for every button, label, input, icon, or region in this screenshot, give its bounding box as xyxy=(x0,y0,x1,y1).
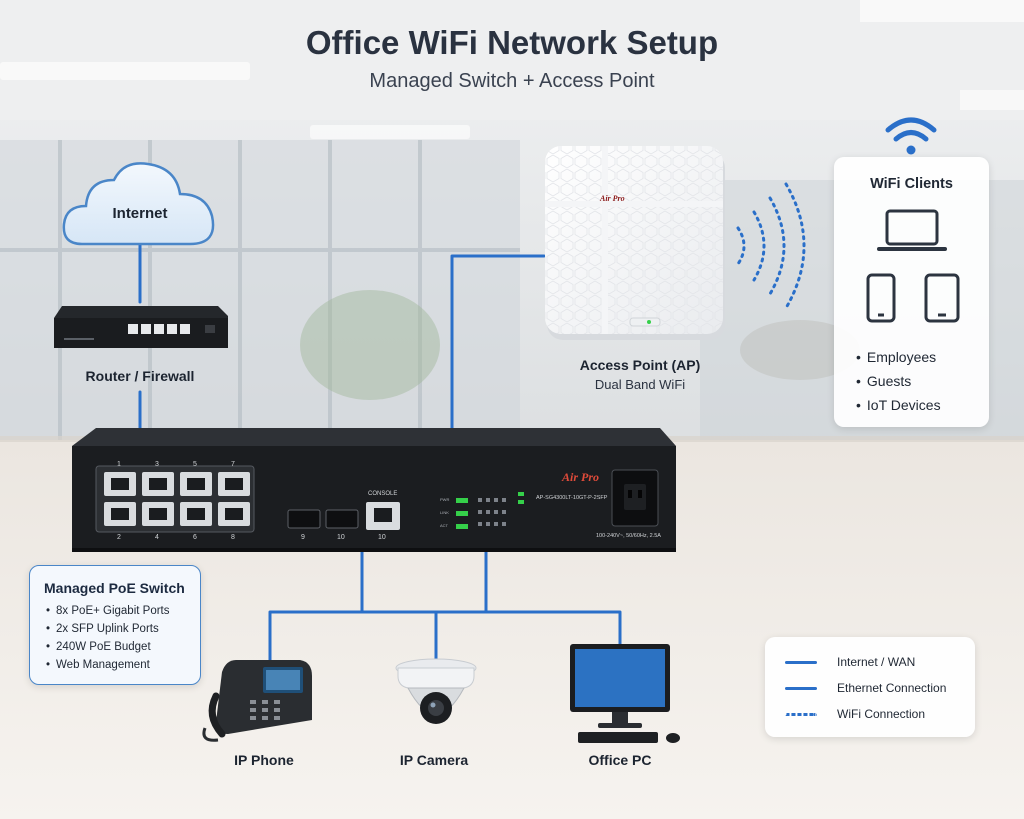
wifi-clients-card: WiFi Clients Employees Guests IoT Device… xyxy=(834,157,989,427)
legend-item-wifi: WiFi Connection xyxy=(785,704,925,724)
phone-icon xyxy=(866,273,896,323)
switch-feature-item: 2x SFP Uplink Ports xyxy=(46,620,170,638)
page-title: Office WiFi Network Setup xyxy=(305,24,719,61)
laptop-icon xyxy=(877,209,947,251)
console-port-number: 10 xyxy=(378,534,386,541)
ap-label: Access Point (AP) xyxy=(579,357,701,373)
switch-feature-item: 240W PoE Budget xyxy=(46,638,170,656)
legend: Internet / WAN Ethernet Connection WiFi … xyxy=(765,637,975,737)
ip-phone-label: IP Phone xyxy=(234,752,294,768)
switch-port-5: 5 xyxy=(193,461,197,468)
legend-label: Internet / WAN xyxy=(837,655,916,669)
switch-feature-list: 8x PoE+ Gigabit Ports 2x SFP Uplink Port… xyxy=(46,602,170,674)
wifi-client-item: IoT Devices xyxy=(856,393,941,417)
switch-port-3: 3 xyxy=(155,461,159,468)
console-label: CONSOLE xyxy=(368,491,398,497)
legend-label: WiFi Connection xyxy=(837,707,926,721)
switch-power-spec: 100-240V~, 50/60Hz, 2.5A xyxy=(596,533,661,539)
switch-brand-logo: Air Pro xyxy=(562,470,600,484)
wifi-client-list: Employees Guests IoT Devices xyxy=(856,345,941,417)
ap-sublabel: Dual Band WiFi xyxy=(594,377,686,392)
switch-port-6: 6 xyxy=(193,534,197,541)
switch-port-7: 7 xyxy=(231,461,235,468)
switch-port-1: 1 xyxy=(117,461,121,468)
internet-label: Internet xyxy=(112,205,168,222)
legend-item-ethernet: Ethernet Connection xyxy=(785,678,946,698)
tablet-icon xyxy=(924,273,960,323)
switch-port-4: 4 xyxy=(155,534,159,541)
wifi-client-item: Employees xyxy=(856,345,941,369)
dotted-line-swatch xyxy=(785,712,817,716)
switch-port-8: 8 xyxy=(231,534,235,541)
solid-line-swatch xyxy=(785,660,817,664)
solid-line-swatch xyxy=(785,686,817,690)
wifi-client-item: Guests xyxy=(856,369,941,393)
office-pc-label: Office PC xyxy=(588,752,652,768)
led-label-pwr: PWR xyxy=(440,497,450,502)
legend-label: Ethernet Connection xyxy=(837,681,947,695)
switch-info-card: Managed PoE Switch 8x PoE+ Gigabit Ports… xyxy=(29,565,201,685)
wifi-clients-title: WiFi Clients xyxy=(870,176,953,192)
client-devices xyxy=(866,209,960,323)
led-label-act: ACT xyxy=(440,523,448,528)
led-label-link: LINK xyxy=(440,510,449,515)
ip-camera-label: IP Camera xyxy=(399,752,469,768)
switch-port-2: 2 xyxy=(117,534,121,541)
sfp-port-9: 9 xyxy=(301,534,305,541)
switch-feature-item: Web Management xyxy=(46,656,170,674)
switch-feature-item: 8x PoE+ Gigabit Ports xyxy=(46,602,169,620)
legend-item-internet: Internet / WAN xyxy=(785,652,915,672)
switch-info-title: Managed PoE Switch xyxy=(44,580,185,596)
router-label: Router / Firewall xyxy=(85,368,195,384)
page-subtitle: Managed Switch + Access Point xyxy=(369,70,655,92)
sfp-port-10: 10 xyxy=(337,534,345,541)
ap-brand-logo: Air Pro xyxy=(600,194,625,203)
switch-model-text: AP-SG4300LT-10GT-P-2SFP xyxy=(536,495,608,501)
